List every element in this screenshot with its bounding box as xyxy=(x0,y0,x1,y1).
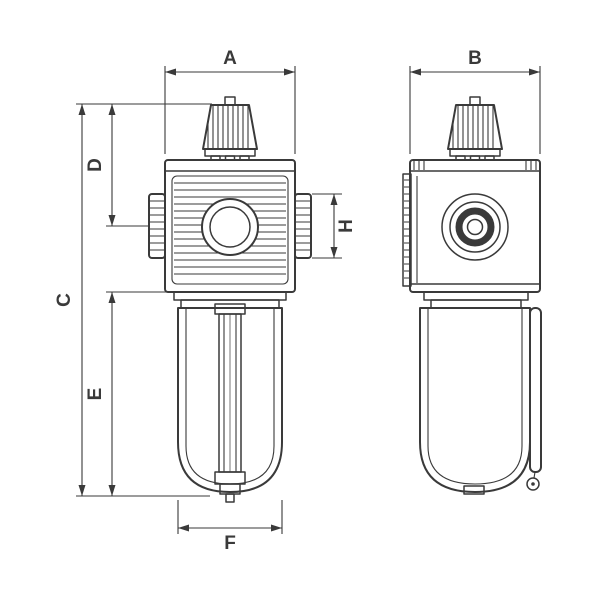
side-drain-lever xyxy=(526,307,542,491)
front-sight-tube xyxy=(214,303,246,485)
side-port-opening xyxy=(441,193,509,261)
dimension-h: H xyxy=(312,193,357,259)
dimension-a-extension-lines xyxy=(164,66,296,154)
front-left-port-outline xyxy=(148,193,166,259)
side-adjustment-knob xyxy=(447,96,503,161)
front-bowl-inner-walls xyxy=(185,308,275,446)
side-bowl xyxy=(419,291,531,495)
front-knob-ribs xyxy=(207,105,249,149)
dimension-d: D xyxy=(85,104,150,227)
dimension-label-e: E xyxy=(85,388,106,401)
front-right-port-outline xyxy=(294,193,312,259)
dimension-c: C xyxy=(54,103,212,497)
front-sight-tube-bottom-cap xyxy=(214,471,246,485)
dimension-label-h: H xyxy=(336,219,357,233)
front-drain xyxy=(219,483,241,503)
arrow-icon xyxy=(284,68,295,76)
front-fin-panel xyxy=(171,175,289,285)
dimension-label-a: A xyxy=(223,48,237,69)
front-left-port xyxy=(148,193,166,259)
front-right-port-threads xyxy=(296,200,310,251)
dimension-b: B xyxy=(409,48,541,154)
front-view xyxy=(148,96,312,503)
dimension-label-f: F xyxy=(224,533,236,554)
side-knob-outline xyxy=(447,104,503,150)
front-knob-nipple xyxy=(224,96,236,106)
arrow-icon xyxy=(78,104,86,115)
arrow-icon xyxy=(410,68,421,76)
arrow-icon xyxy=(78,485,86,496)
arrow-icon xyxy=(271,524,282,532)
side-thread-serration xyxy=(402,173,412,287)
dimension-b-extension-lines xyxy=(409,66,541,154)
side-port-outer-ring xyxy=(441,193,509,261)
side-knob-base xyxy=(449,148,501,157)
side-bowl-inner-walls xyxy=(427,308,523,446)
dimension-e: E xyxy=(85,291,174,496)
dimension-c-extension-lines xyxy=(76,103,212,497)
front-bowl-outline xyxy=(177,307,283,493)
front-adjustment-knob xyxy=(202,96,258,161)
front-right-port xyxy=(294,193,312,259)
side-bowl-outline xyxy=(419,307,531,493)
front-body xyxy=(164,159,296,293)
dimension-a: A xyxy=(164,48,296,154)
arrow-icon xyxy=(108,104,116,115)
dimension-label-b: B xyxy=(468,48,482,69)
arrow-icon xyxy=(330,247,338,258)
arrow-icon xyxy=(108,485,116,496)
side-view xyxy=(402,96,542,495)
side-port-thread-ring xyxy=(455,207,495,247)
front-port-bore xyxy=(209,206,251,248)
side-bowl-bottom-detail xyxy=(463,485,485,495)
side-knob-nipple xyxy=(469,96,481,106)
side-body xyxy=(409,159,541,293)
arrow-icon xyxy=(330,194,338,205)
front-bowl-collar-1 xyxy=(173,291,287,301)
side-body-outline xyxy=(409,159,541,293)
side-bowl-inner-bottom xyxy=(427,445,523,485)
dimension-label-c: C xyxy=(54,293,75,307)
arrow-icon xyxy=(108,292,116,303)
arrow-icon xyxy=(178,524,189,532)
dimensions: A B C D E xyxy=(54,48,541,554)
side-bowl-collar-2 xyxy=(430,299,522,309)
arrow-icon xyxy=(108,215,116,226)
dimension-f-extension-lines xyxy=(177,500,283,534)
arrow-icon xyxy=(529,68,540,76)
side-lever-arm xyxy=(529,307,542,473)
side-lever-pivot xyxy=(526,477,540,491)
dimension-h-extension-lines xyxy=(312,193,342,259)
dimension-label-d: D xyxy=(85,158,106,172)
dimension-f: F xyxy=(177,500,283,554)
side-knob-ribs xyxy=(452,105,494,149)
side-bowl-collar-1 xyxy=(423,291,529,301)
side-port-bore xyxy=(466,218,484,236)
arrow-icon xyxy=(165,68,176,76)
front-knob-base xyxy=(204,148,256,157)
side-body-top-ticks xyxy=(413,161,537,170)
front-knob-outline xyxy=(202,104,258,150)
front-left-port-threads xyxy=(150,200,164,251)
